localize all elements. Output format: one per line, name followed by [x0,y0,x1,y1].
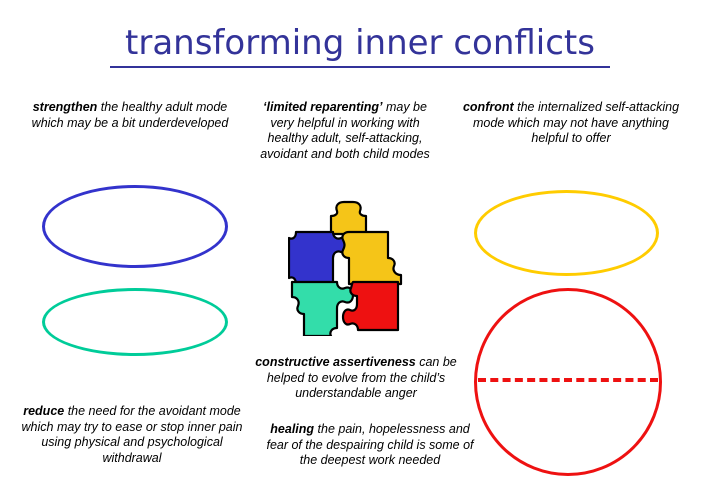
self-attacking-ellipse [474,190,659,276]
caption-strengthen: strengthen the healthy adult mode which … [22,100,238,131]
page-title: transforming inner conflicts [100,22,620,68]
caption-constructive-assertiveness-rest: can be helped to evolve from the child’s… [266,355,457,400]
healthy-adult-ellipse [42,185,228,268]
caption-healing-rest: the pain, hopelessness and fear of the d… [266,422,474,467]
puzzle-piece-left-blue [288,230,351,286]
caption-confront-rest: the internalized self-attacking mode whi… [473,100,680,145]
caption-healing-bold: healing [270,422,315,436]
caption-strengthen-rest: the healthy adult mode which may be a bi… [31,100,229,130]
caption-confront-bold: confront [462,100,514,114]
red-dashed-divider [478,378,658,382]
caption-limited-reparenting-rest: may be very helpful in working with heal… [260,100,430,161]
caption-strengthen-bold: strengthen [32,100,98,114]
despairing-child-ellipse [474,288,662,476]
caption-reduce: reduce the need for the avoidant mode wh… [12,404,252,466]
caption-limited-reparenting-bold: ‘limited reparenting’ [263,100,383,114]
caption-constructive-assertiveness: constructive assertiveness can be helped… [250,355,462,402]
title-underline [110,66,610,68]
puzzle-piece-bottom-right-red [341,280,400,332]
puzzle-piece-bottom-left-teal [290,280,355,336]
puzzle-graphic [288,200,403,336]
page-title-text: transforming inner conflicts [125,23,595,63]
caption-reduce-bold: reduce [23,404,65,418]
caption-healing: healing the pain, hopelessness and fear … [258,422,482,469]
puzzle-piece-top-yellow [329,200,368,236]
puzzle-piece-right-yellow [341,230,403,286]
caption-constructive-assertiveness-bold: constructive assertiveness [255,355,416,369]
caption-limited-reparenting: ‘limited reparenting’ may be very helpfu… [255,100,435,162]
caption-reduce-rest: the need for the avoidant mode which may… [21,404,243,465]
caption-confront: confront the internalized self-attacking… [462,100,680,147]
constructive-assertiveness-ellipse [42,288,228,356]
